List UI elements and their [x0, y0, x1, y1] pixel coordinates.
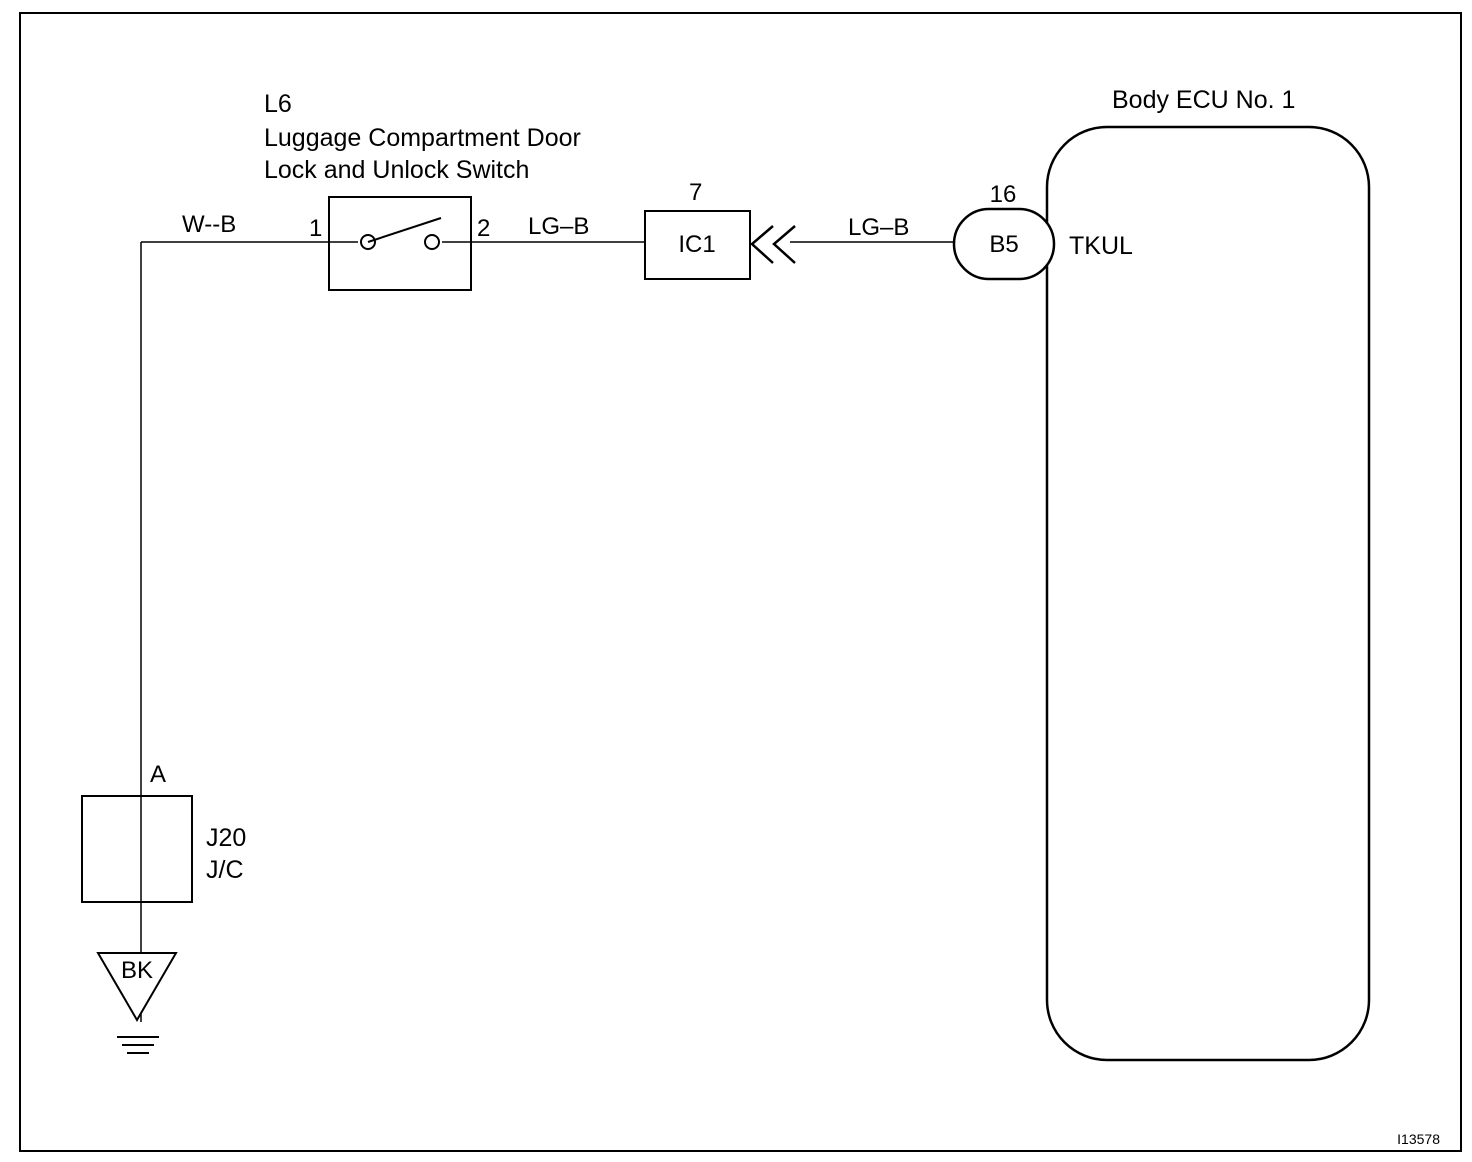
connector-box	[644, 210, 751, 280]
ecu-pin-label: 16	[990, 181, 1017, 208]
switch-name-line1: Luggage Compartment Door	[264, 124, 581, 152]
ecu-connector-label: B5	[989, 231, 1018, 258]
wire-label-lg-b-2: LG–B	[848, 214, 909, 241]
connector-label: IC1	[678, 231, 715, 258]
wire-label-w-b: W--B	[182, 211, 236, 238]
switch-box	[328, 196, 472, 291]
connector-chevron-1	[750, 225, 774, 264]
switch-name-line2: Lock and Unlock Switch	[264, 156, 529, 184]
ground-triangle	[96, 952, 178, 1022]
connector-chevron-2	[772, 225, 796, 264]
switch-ref-label: L6	[264, 90, 292, 118]
ecu-box	[1045, 125, 1371, 1062]
ecu-terminal-label: TKUL	[1069, 232, 1133, 260]
diagram-frame	[19, 12, 1462, 1152]
switch-lever	[367, 217, 442, 243]
junction-pin-label: A	[150, 761, 166, 788]
ground-icon	[117, 1036, 159, 1054]
ecu-connector-pill	[952, 207, 1056, 281]
switch-pin-1: 1	[309, 215, 322, 242]
wire-label-lg-b-1: LG–B	[528, 213, 589, 240]
switch-pin-2: 2	[477, 215, 490, 242]
ecu-name: Body ECU No. 1	[1112, 86, 1295, 114]
ground-wire-label: BK	[121, 957, 153, 984]
junction-box	[81, 795, 193, 903]
switch-contact-right	[424, 234, 440, 250]
junction-type: J/C	[206, 856, 244, 884]
figure-code: I13578	[1397, 1131, 1440, 1147]
junction-ref: J20	[206, 824, 246, 852]
connector-pin-label: 7	[689, 179, 702, 206]
